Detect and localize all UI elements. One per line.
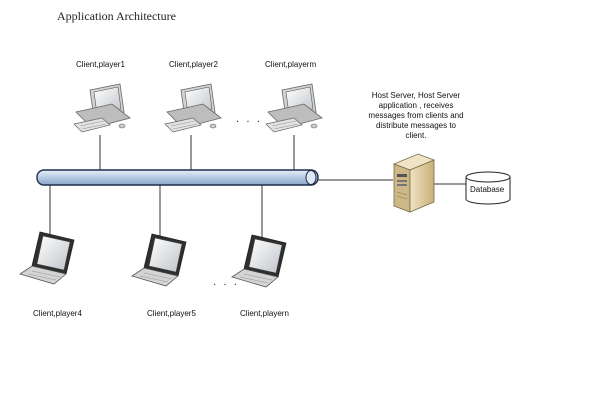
diagram-title: Application Architecture	[57, 9, 176, 23]
client-label-playerm: Client,playerm	[265, 60, 317, 69]
client-label-player4: Client,player4	[33, 309, 82, 318]
database-label: Database	[470, 185, 505, 194]
network-bus	[36, 169, 319, 186]
server-icon	[392, 153, 436, 213]
laptop-icon	[19, 231, 75, 285]
laptop-icon	[231, 234, 287, 288]
laptop-icon	[131, 233, 187, 287]
server-description: Host Server, Host Server application , r…	[368, 91, 464, 140]
client-label-player1: Client,player1	[76, 60, 125, 69]
ellipsis-desktops: . . .	[236, 114, 262, 125]
desktop-computer-icon	[73, 83, 131, 133]
client-label-playern: Client,playern	[240, 309, 289, 318]
client-label-player2: Client,player2	[169, 60, 218, 69]
desktop-computer-icon	[164, 83, 222, 133]
client-label-player5: Client,player5	[147, 309, 196, 318]
database-icon	[465, 171, 511, 205]
ellipsis-laptops: . . .	[213, 277, 239, 288]
desktop-computer-icon	[265, 83, 323, 133]
